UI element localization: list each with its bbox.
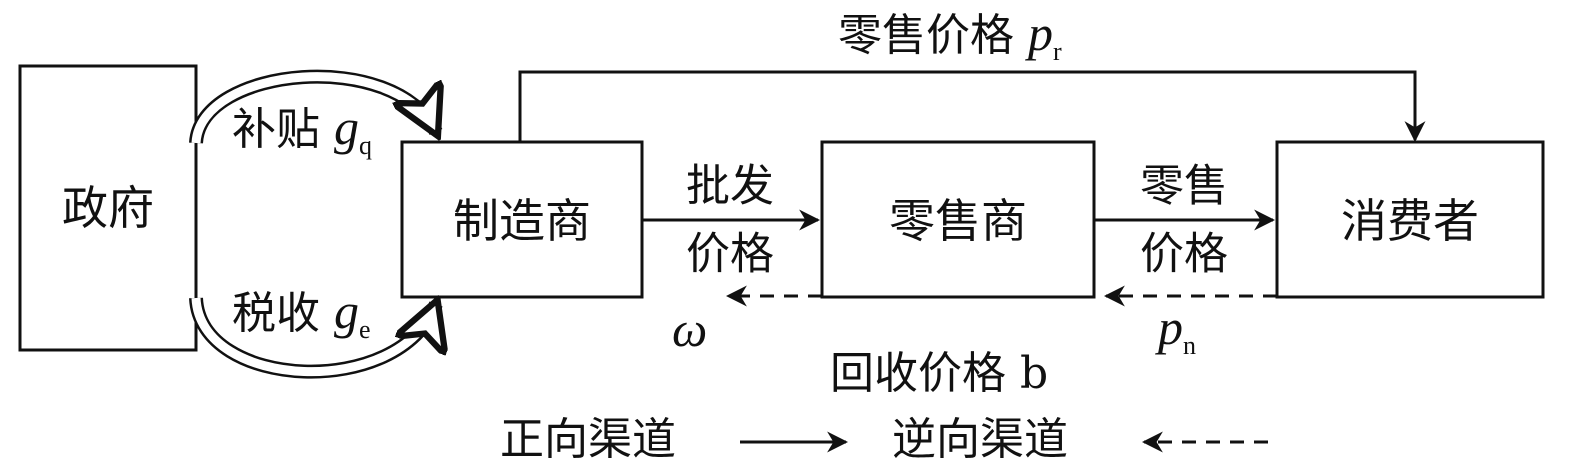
retail-price-mid-line1: 零售: [1140, 160, 1228, 212]
tax-label: 税收 ge: [232, 286, 371, 343]
retailer-label: 零售商: [889, 194, 1027, 248]
government-label: 政府: [62, 181, 154, 235]
retail-price-arrow: [518, 70, 1426, 143]
manufacturer-box: [400, 140, 644, 299]
retail-price-mid-line2: 价格: [1140, 228, 1228, 279]
manufacturer-label: 制造商: [453, 194, 591, 248]
wholesale-price-line2: 价格: [686, 228, 774, 279]
wholesale-price-label: 批发 价格: [686, 159, 774, 280]
pn-label: pn: [1158, 299, 1196, 360]
consumer-label: 消费者: [1341, 194, 1479, 248]
subsidy-symbol: gq: [334, 99, 372, 160]
retail-price-top-label: 零售价格 pr: [838, 8, 1062, 65]
retail-price-top-text: 零售价格: [838, 10, 1014, 61]
recycle-price-label: 回收价格 b: [830, 348, 1049, 399]
retail-price-top-symbol: pr: [1028, 5, 1062, 66]
legend-reverse-label: 逆向渠道: [892, 414, 1068, 465]
omega-label: ω: [672, 301, 708, 357]
tax-symbol: ge: [334, 283, 371, 344]
retailer-box: [820, 140, 1096, 299]
tax-text: 税收: [232, 288, 320, 339]
consumer-box: [1275, 140, 1545, 299]
legend-forward-label: 正向渠道: [500, 414, 676, 465]
government-box: [18, 64, 198, 352]
subsidy-label: 补贴 gq: [232, 102, 372, 159]
tax-arrow: [189, 298, 436, 379]
subsidy-text: 补贴: [232, 104, 320, 155]
retail-price-mid-label: 零售 价格: [1140, 159, 1228, 280]
wholesale-price-line1: 批发: [686, 160, 774, 212]
subsidy-arrow: [189, 69, 436, 145]
